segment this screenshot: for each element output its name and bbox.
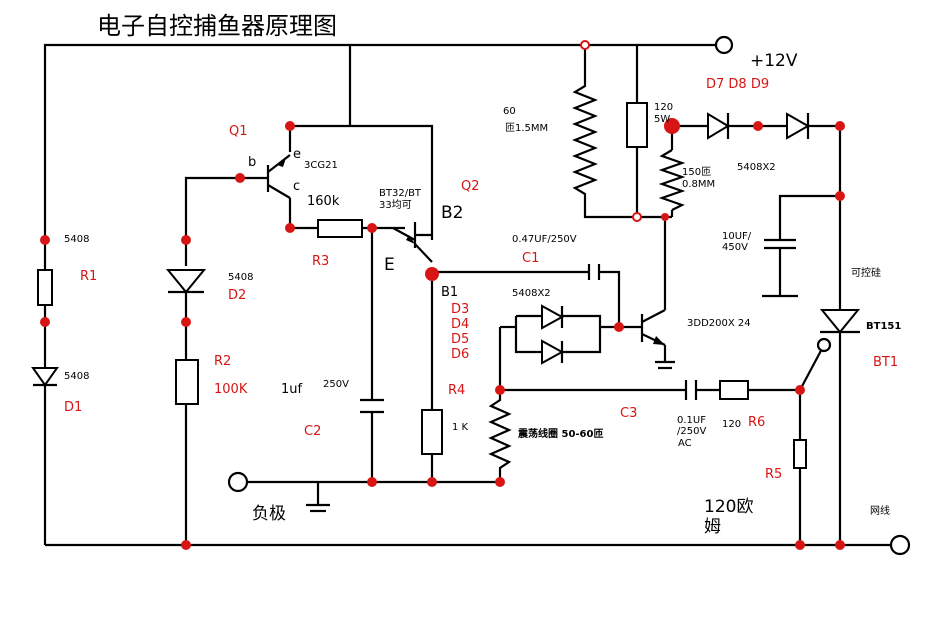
diode-d7-d9: [707, 112, 811, 140]
label-q1-c: c: [293, 179, 300, 194]
resistor-r5: [793, 439, 807, 469]
terminal-net: [889, 534, 911, 556]
label-c2: C2: [304, 424, 321, 439]
label-160k: 160k: [307, 194, 340, 209]
label-r4: R4: [448, 383, 465, 398]
scr-bt151: [819, 309, 861, 334]
label-120-5w-2: 5W: [654, 114, 670, 125]
label-r1-top: 5408: [64, 234, 89, 245]
terminal-12v: [714, 35, 734, 55]
label-q3-part: 3DD200X 24: [687, 318, 751, 329]
label-12v: +12V: [750, 51, 798, 71]
diode-d3-d6-bridge: [541, 304, 565, 365]
label-negative: 负极: [252, 504, 286, 524]
label-q1-b: b: [248, 155, 256, 170]
label-d3: D3: [451, 302, 469, 317]
label-d2-part: 5408: [228, 272, 253, 283]
label-c2-val: 1uf: [281, 382, 303, 397]
label-150-turns-1: 150匝: [682, 166, 711, 178]
label-c2-volt: 250V: [323, 379, 349, 390]
coil-60-turns: [572, 75, 598, 200]
diode-d2: [165, 269, 207, 294]
transistor-q3: [640, 309, 666, 346]
label-c3: C3: [620, 406, 637, 421]
resistor-r6: [719, 380, 749, 400]
label-c3-val-1: 0.1UF: [677, 415, 706, 426]
label-q1: Q1: [229, 124, 248, 139]
label-d789-part: 5408X2: [737, 162, 776, 173]
label-120-ohm-1: 120欧: [704, 497, 753, 517]
label-120-5w-1: 120: [654, 102, 673, 113]
label-cap-1: 10UF/: [722, 231, 752, 242]
label-q2-b2: B2: [441, 203, 463, 223]
transistor-q1: [266, 154, 291, 199]
label-d3-6-part: 5408X2: [512, 288, 551, 299]
label-c3-val-3: AC: [678, 438, 692, 449]
ground-symbol-left: [306, 503, 330, 513]
label-bt1: BT1: [873, 355, 898, 370]
label-d2: D2: [228, 288, 246, 303]
label-c1-val: 0.47UF/250V: [512, 234, 577, 245]
label-r2: R2: [214, 354, 231, 369]
wires: [43, 43, 890, 547]
label-c3-val-2: /250V: [677, 426, 706, 437]
label-q2-b1: B1: [441, 285, 458, 300]
label-60-turns-2: 匝1.5MM: [505, 122, 548, 134]
label-r5: R5: [765, 467, 782, 482]
junction-dots: [40, 40, 845, 550]
label-d789: D7 D8 D9: [706, 77, 769, 92]
scr-gate-ring: [816, 337, 832, 353]
diagram-title: 电子自控捕鱼器原理图: [97, 12, 337, 40]
label-q2-part-2: 33均可: [379, 199, 412, 211]
label-q2-e: E: [384, 255, 395, 275]
label-150-turns-2: 0.8MM: [682, 179, 715, 190]
label-scr: 可控硅: [851, 266, 881, 279]
resistor-r4: [421, 409, 443, 455]
diode-d1: [31, 367, 59, 387]
label-r6: R6: [748, 415, 765, 430]
label-r6-val: 120: [722, 419, 741, 430]
label-d1-part: 5408: [64, 371, 89, 382]
label-d1: D1: [64, 400, 82, 415]
label-coil: 震荡线圈 50-60匝: [518, 427, 603, 440]
label-r4-val: 1 K: [452, 422, 469, 433]
label-q2: Q2: [461, 179, 480, 194]
label-net: 网线: [870, 504, 890, 517]
label-q2-part-1: BT32/BT: [379, 188, 422, 199]
label-q1-part: 3CG21: [304, 160, 338, 171]
label-q1-e: e: [293, 147, 301, 162]
terminal-negative: [227, 471, 249, 493]
label-cap-2: 450V: [722, 242, 748, 253]
label-120-ohm-2: 姆: [704, 517, 721, 537]
label-r2-val: 100K: [214, 382, 248, 397]
label-d5: D5: [451, 332, 469, 347]
label-r1: R1: [80, 269, 97, 284]
ujt-q2: [392, 222, 433, 263]
resistor-120-5w: [626, 102, 648, 148]
capacitor-c1: [587, 264, 601, 280]
capacitor-c3: [684, 380, 698, 400]
oscillator-coil: [488, 390, 512, 475]
resistor-r3: [317, 219, 363, 238]
label-r3: R3: [312, 254, 329, 269]
resistor-r1: [37, 269, 53, 306]
label-60-turns-1: 60: [503, 106, 516, 117]
label-scr-part: BT151: [866, 321, 901, 332]
coil-150-turns: [658, 149, 686, 211]
capacitor-c2: [360, 398, 384, 414]
label-d4: D4: [451, 317, 469, 332]
capacitor-10uf: [764, 238, 796, 250]
resistor-r2: [175, 359, 199, 405]
label-d6: D6: [451, 347, 469, 362]
label-c1: C1: [522, 251, 539, 266]
